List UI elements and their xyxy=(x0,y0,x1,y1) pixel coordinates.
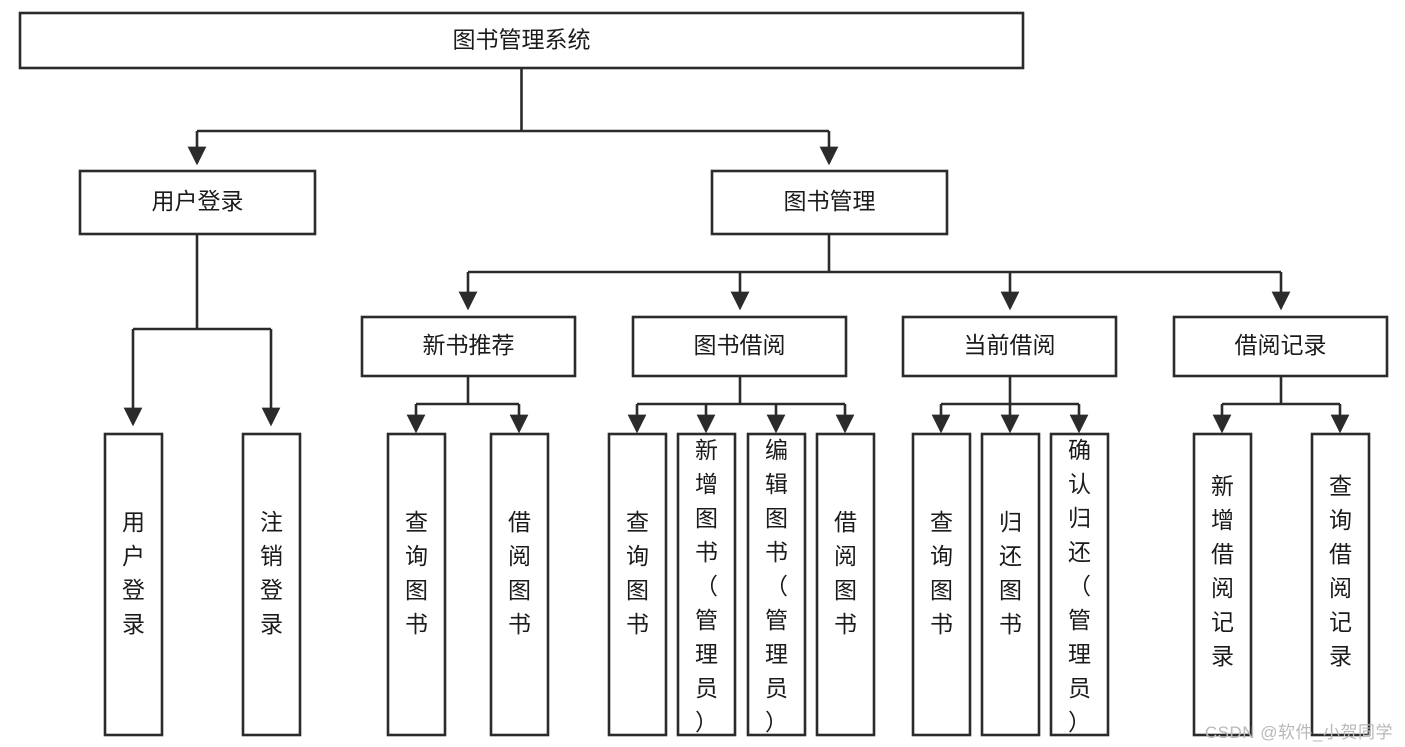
leaf-borrow-book-1[interactable]: 借阅图书 xyxy=(489,432,550,737)
leaf-add-record-label: 新增借阅记录 xyxy=(1211,473,1234,669)
connector-book-manage-to-level3 xyxy=(458,234,1291,311)
leaf-borrow-book-2[interactable]: 借阅图书 xyxy=(815,432,876,737)
leaf-add-book[interactable]: 新增图书（管理员） xyxy=(676,432,737,737)
leaf-query-book-2-label: 查询图书 xyxy=(626,509,649,637)
connector-borrow-record-to-leaves xyxy=(1212,376,1350,434)
connector-user-login-to-leaves xyxy=(123,234,281,427)
leaf-add-record[interactable]: 新增借阅记录 xyxy=(1192,432,1253,737)
leaf-logout[interactable]: 注销登录 xyxy=(241,432,302,737)
leaf-edit-book[interactable]: 编辑图书（管理员） xyxy=(746,432,807,737)
leaf-user-login[interactable]: 用户登录 xyxy=(103,432,164,737)
node-book-manage[interactable]: 图书管理 xyxy=(710,169,949,236)
leaf-borrow-book-2-label: 借阅图书 xyxy=(834,509,857,637)
node-user-login[interactable]: 用户登录 xyxy=(78,169,317,236)
leaf-query-book-1-label: 查询图书 xyxy=(405,509,428,637)
leaf-add-book-label: 新增图书（管理员） xyxy=(695,437,718,735)
node-user-login-label: 用户登录 xyxy=(152,188,244,214)
leaf-confirm-return[interactable]: 确认归还（管理员） xyxy=(1049,432,1110,737)
node-root[interactable]: 图书管理系统 xyxy=(18,11,1025,70)
node-new-book-recommend[interactable]: 新书推荐 xyxy=(360,315,577,378)
leaf-user-login-label: 用户登录 xyxy=(122,509,145,637)
leaf-query-record[interactable]: 查询借阅记录 xyxy=(1310,432,1371,737)
node-borrow-record-label: 借阅记录 xyxy=(1235,332,1327,358)
leaf-borrow-book-1-label: 借阅图书 xyxy=(508,509,531,637)
node-book-borrow[interactable]: 图书借阅 xyxy=(631,315,848,378)
leaf-query-book-3-label: 查询图书 xyxy=(930,509,953,637)
leaf-query-book-2[interactable]: 查询图书 xyxy=(607,432,668,737)
connector-root-to-level2 xyxy=(187,68,839,166)
node-current-borrow-label: 当前借阅 xyxy=(964,332,1056,358)
node-current-borrow[interactable]: 当前借阅 xyxy=(901,315,1118,378)
node-book-borrow-label: 图书借阅 xyxy=(694,332,786,358)
leaf-return-book[interactable]: 归还图书 xyxy=(980,432,1041,737)
leaf-logout-label: 注销登录 xyxy=(260,509,283,637)
node-new-book-recommend-label: 新书推荐 xyxy=(423,332,515,358)
leaf-query-book-3[interactable]: 查询图书 xyxy=(911,432,972,737)
node-book-manage-label: 图书管理 xyxy=(784,188,876,214)
node-root-label: 图书管理系统 xyxy=(453,27,591,53)
leaf-confirm-return-label: 确认归还（管理员） xyxy=(1068,437,1091,735)
connector-new-book-recommend-to-leaves xyxy=(406,376,529,434)
watermark-text: CSDN @软件_小贺同学 xyxy=(1204,723,1393,742)
leaf-edit-book-label: 编辑图书（管理员） xyxy=(765,437,788,735)
leaf-query-book-1[interactable]: 查询图书 xyxy=(386,432,447,737)
connector-current-borrow-to-leaves xyxy=(931,376,1089,434)
connector-book-borrow-to-leaves xyxy=(627,376,855,434)
leaf-query-record-label: 查询借阅记录 xyxy=(1329,473,1352,669)
node-borrow-record[interactable]: 借阅记录 xyxy=(1172,315,1389,378)
leaf-return-book-label: 归还图书 xyxy=(999,509,1022,637)
